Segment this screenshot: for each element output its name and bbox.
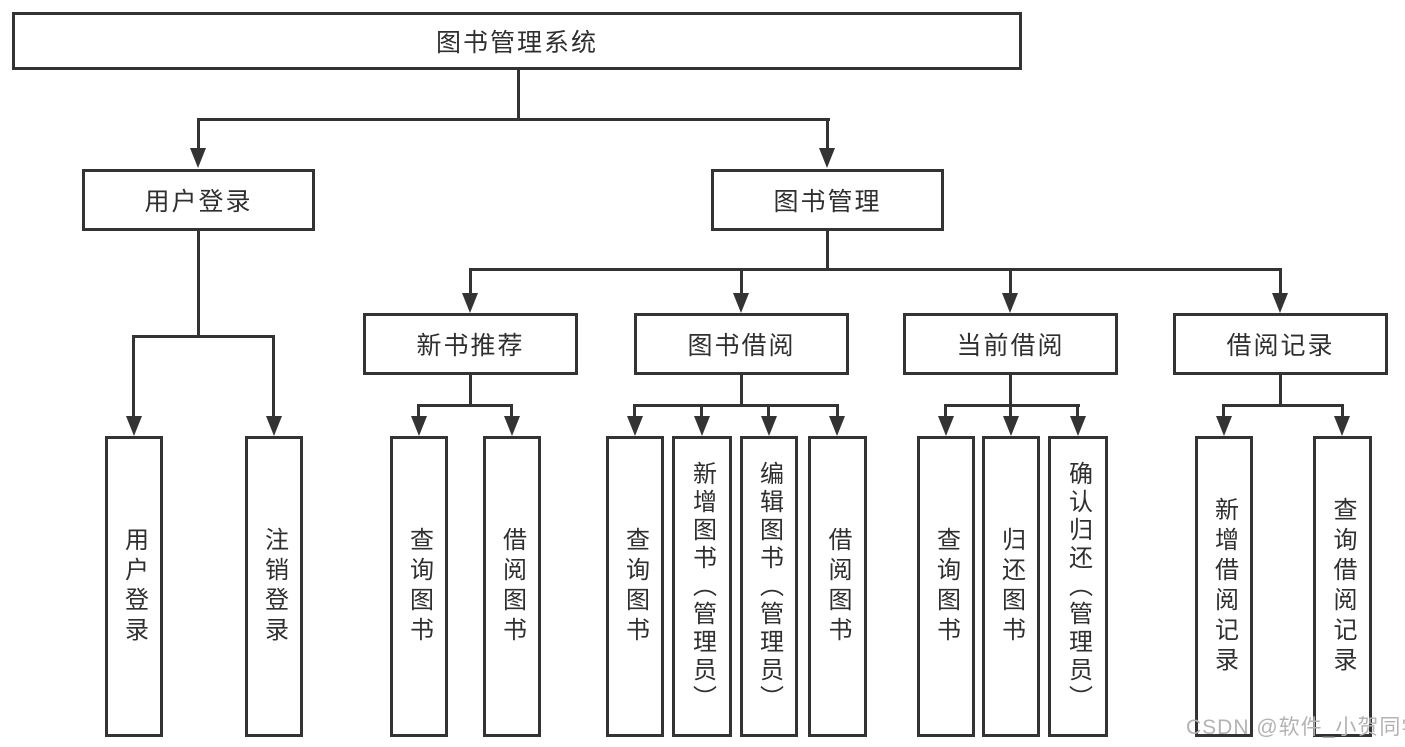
connector-line [944, 404, 1080, 407]
connector-line [633, 406, 636, 416]
arrowhead [462, 293, 478, 313]
arrowhead [1003, 416, 1019, 436]
arrowhead [1334, 416, 1350, 436]
arrowhead [819, 148, 835, 168]
connector-line [944, 406, 947, 416]
leaf-borrow-book: 借阅图书 [808, 436, 867, 737]
connector-line [740, 374, 743, 406]
connector-line [767, 406, 770, 416]
connector-line [1222, 404, 1344, 407]
arrowhead [761, 416, 777, 436]
node-book-management: 图书管理 [711, 169, 944, 231]
connector-line [510, 406, 513, 416]
node-new-book-recommend: 新书推荐 [363, 313, 578, 375]
node-user-login: 用户登录 [82, 169, 315, 231]
connector-line [1222, 406, 1225, 416]
arrowhead [1272, 293, 1288, 313]
leaf-user-login: 用户登录 [105, 436, 163, 737]
leaf-logout: 注销登录 [245, 436, 303, 737]
leaf-return-book: 归还图书 [982, 436, 1040, 737]
connector-line [197, 120, 200, 150]
leaf-query-borrow-record: 查询借阅记录 [1313, 436, 1372, 737]
connector-line [469, 270, 472, 293]
leaf-add-borrow-record: 新增借阅记录 [1195, 436, 1253, 737]
connector-line [1279, 270, 1282, 293]
arrowhead [266, 416, 282, 436]
connector-line [132, 337, 135, 416]
arrowhead [938, 416, 954, 436]
arrowhead [694, 416, 710, 436]
leaf-query-book-recommend: 查询图书 [390, 436, 448, 737]
connector-line [469, 374, 472, 406]
arrowhead [829, 416, 845, 436]
leaf-edit-book-admin: 编辑图书（管理员） [740, 436, 798, 737]
arrowhead [504, 416, 520, 436]
arrowhead [126, 416, 142, 436]
leaf-query-book-current: 查询图书 [917, 436, 975, 737]
connector-line [517, 70, 520, 120]
connector-line [1009, 374, 1012, 406]
connector-line [1279, 374, 1282, 406]
node-borrow-record: 借阅记录 [1173, 313, 1388, 375]
leaf-confirm-return-admin: 确认归还（管理员） [1048, 436, 1108, 737]
connector-line [469, 268, 1282, 271]
connector-line [836, 406, 839, 416]
connector-line [1341, 406, 1344, 416]
csdn-watermark: CSDN @软件_小贺同学 [1186, 716, 1405, 739]
connector-line [633, 404, 839, 407]
connector-line [417, 404, 513, 407]
node-current-borrow: 当前借阅 [903, 313, 1118, 375]
leaf-add-book-admin: 新增图书（管理员） [672, 436, 732, 737]
arrowhead [733, 293, 749, 313]
arrowhead [1070, 416, 1086, 436]
arrowhead [411, 416, 427, 436]
node-library-management-system: 图书管理系统 [12, 12, 1022, 70]
leaf-query-book-borrow: 查询图书 [606, 436, 664, 737]
connector-line [700, 406, 703, 416]
node-book-borrow: 图书借阅 [634, 313, 849, 375]
connector-line [826, 120, 829, 150]
connector-line [197, 118, 830, 121]
connector-line [740, 270, 743, 293]
connector-line [132, 335, 275, 338]
arrowhead [190, 148, 206, 168]
leaf-borrow-book-recommend: 借阅图书 [483, 436, 541, 737]
connector-line [1009, 406, 1012, 416]
arrowhead [1216, 416, 1232, 436]
connector-line [1076, 406, 1079, 416]
arrowhead [627, 416, 643, 436]
connector-line [197, 231, 200, 335]
connector-line [1009, 270, 1012, 293]
arrowhead [1002, 293, 1018, 313]
connector-line [272, 337, 275, 416]
connector-line [417, 406, 420, 416]
connector-line [826, 231, 829, 271]
